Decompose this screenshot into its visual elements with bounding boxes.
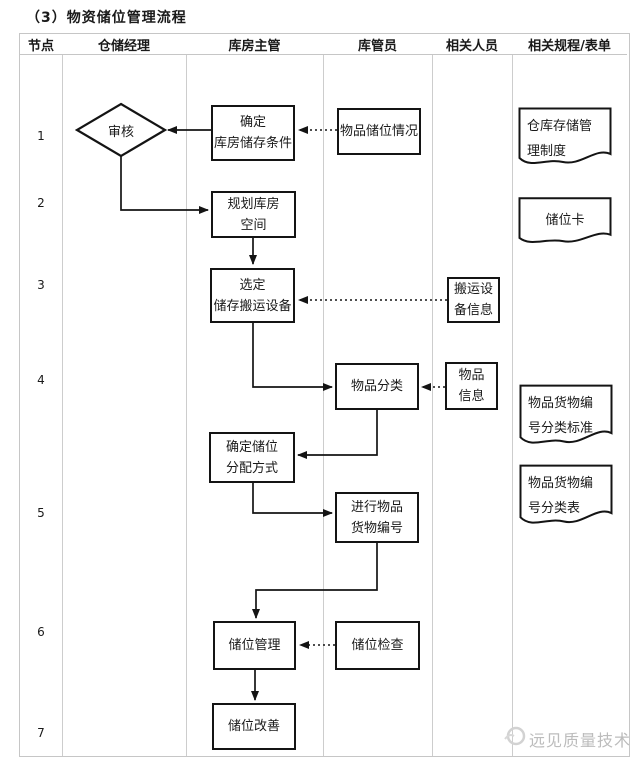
process-location-improvement-label: 储位改善 [227, 719, 280, 734]
process-location-check-label: 储位检查 [351, 638, 404, 653]
document-location-card: 储位卡 [518, 197, 612, 250]
column-header-procedures-forms: 相关规程/表单 [528, 38, 611, 54]
node-number-2: 2 [37, 196, 45, 210]
watermark-text: 远见质量技术 [529, 731, 632, 750]
column-header-storekeeper: 库管员 [357, 38, 397, 54]
process-item-storage-status-label: 物品储位情况 [339, 124, 418, 139]
decision-audit-label: 审核 [107, 124, 134, 140]
process-plan-space-label: 规划库房 空间 [227, 196, 280, 233]
process-determine-conditions-label: 确定 库房储存条件 [213, 115, 292, 151]
node-number-3: 3 [37, 278, 45, 292]
column-header-related-personnel: 相关人员 [445, 38, 498, 54]
process-determine-conditions: 确定 库房储存条件 [211, 105, 295, 161]
diamond-shape-icon [75, 102, 167, 158]
document-location-card-label: 储位卡 [545, 213, 585, 228]
swimlane-table: 节点 仓储经理 库房主管 库管员 相关人员 相关规程/表单 [19, 33, 630, 757]
process-select-equipment-label: 选定 储存搬运设备 [213, 277, 292, 314]
document-numbering-table-label: 物品货物编 号分类表 [528, 476, 594, 516]
document-shape-icon [519, 464, 613, 533]
process-determine-allocation-label: 确定储位 分配方式 [225, 439, 278, 476]
process-item-storage-status: 物品储位情况 [337, 108, 421, 155]
document-warehouse-storage-system-label: 仓库存储管 理制度 [527, 119, 593, 159]
node-number-1: 1 [37, 129, 45, 143]
column-header-storeroom-supervisor: 库房主管 [228, 38, 281, 54]
node-number-5: 5 [37, 506, 45, 520]
node-number-7: 7 [37, 726, 45, 740]
document-shape-icon [519, 384, 613, 453]
document-warehouse-storage-system: 仓库存储管 理制度 [518, 107, 612, 173]
process-plan-space: 规划库房 空间 [211, 191, 296, 238]
column-divider [432, 34, 433, 756]
process-location-management-label: 储位管理 [228, 638, 281, 653]
process-item-numbering-label: 进行物品 货物编号 [350, 499, 403, 536]
watermark-logo-icon [504, 726, 526, 746]
process-equipment-info: 搬运设 备信息 [447, 277, 500, 323]
document-shape-icon [518, 107, 612, 173]
process-location-improvement: 储位改善 [212, 703, 296, 750]
document-numbering-table: 物品货物编 号分类表 [519, 464, 613, 533]
process-select-equipment: 选定 储存搬运设备 [210, 268, 295, 323]
process-item-classification: 物品分类 [335, 363, 419, 410]
document-numbering-standard-label: 物品货物编 号分类标准 [528, 396, 594, 436]
process-item-numbering: 进行物品 货物编号 [335, 492, 419, 543]
column-divider [512, 34, 513, 756]
process-location-check: 储位检查 [335, 621, 420, 670]
document-numbering-standard: 物品货物编 号分类标准 [519, 384, 613, 453]
column-header-warehouse-manager: 仓储经理 [97, 38, 150, 54]
node-number-6: 6 [37, 625, 45, 639]
process-item-classification-label: 物品分类 [350, 379, 403, 394]
node-number-4: 4 [37, 373, 45, 387]
column-divider [62, 34, 63, 756]
process-equipment-info-label: 搬运设 备信息 [453, 282, 493, 318]
decision-audit: 审核 [75, 102, 167, 158]
page-title: （3）物资储位管理流程 [26, 10, 187, 26]
process-location-management: 储位管理 [213, 621, 296, 670]
document-shape-icon [518, 197, 612, 250]
column-divider [323, 34, 324, 756]
process-item-info-label: 物品 信息 [458, 368, 485, 404]
column-header-node: 节点 [27, 38, 54, 54]
process-determine-allocation: 确定储位 分配方式 [209, 432, 295, 483]
column-divider [186, 34, 187, 756]
table-header-row: 节点 仓储经理 库房主管 库管员 相关人员 相关规程/表单 [20, 34, 627, 55]
process-item-info: 物品 信息 [445, 362, 498, 410]
